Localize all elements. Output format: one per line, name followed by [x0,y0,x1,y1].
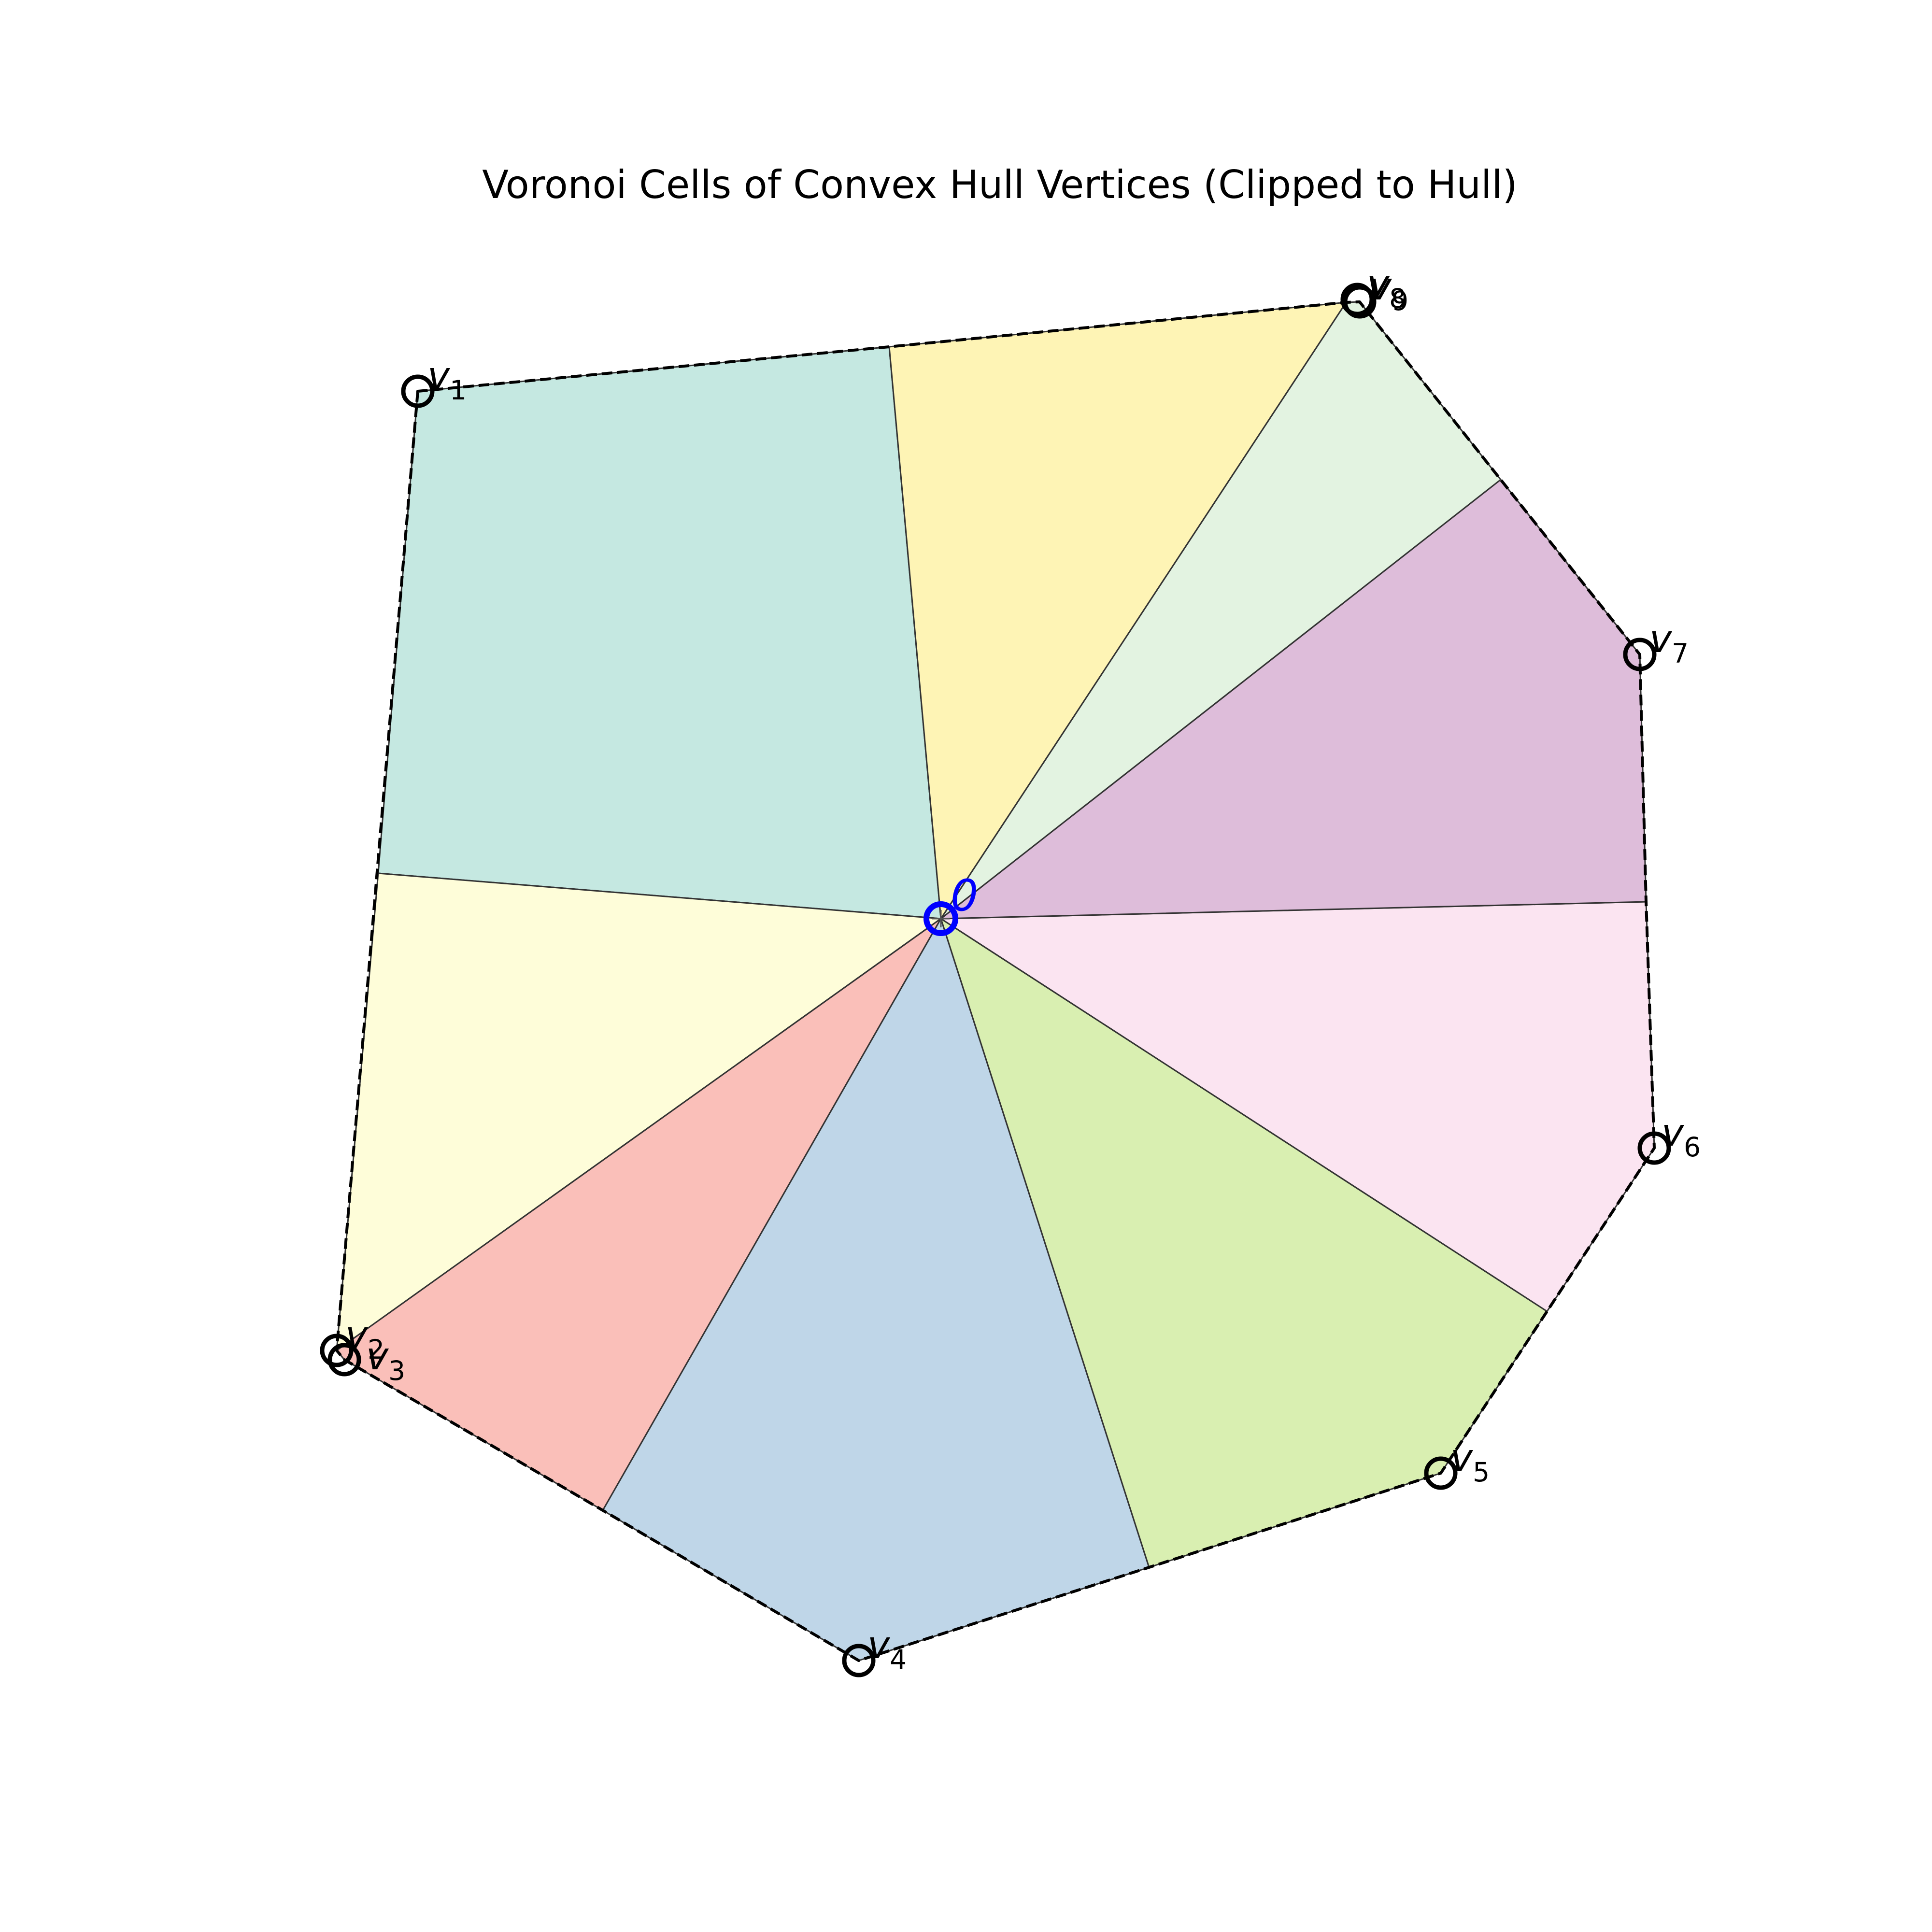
vertex-label-v4: v4 [867,1624,907,1675]
vertex-v8: v8 [1340,263,1406,316]
vertex-marker-v4 [842,1644,876,1677]
vertex-marker-v7 [1623,638,1657,671]
convex-hull-outline [335,300,1656,1662]
hull-boundary-dashed [335,300,1656,1662]
vertex-marker-v2 [320,1334,354,1367]
vertex-marker-v3 [327,1343,361,1377]
vertex-v7: v7 [1623,618,1689,671]
vertex-label-v8: v8 [1367,263,1406,314]
vertex-v4: v4 [842,1624,907,1677]
voronoi-cells [336,301,1655,1662]
vertex-marker-v8 [1340,283,1374,316]
voronoi-cell-v1 [377,346,942,920]
vertex-marker-v9 [1343,285,1377,319]
vertex-label-v1: v1 [427,355,467,406]
vertex-v1: v1 [401,355,467,408]
vertex-v9: v9 [1343,265,1408,319]
origin-marker [923,901,958,936]
vertex-label-v7: v7 [1649,618,1689,669]
origin-point: 0 [923,870,978,936]
vertex-v6: v6 [1637,1111,1701,1165]
origin-label: 0 [951,870,978,921]
vertex-label-v5: v5 [1450,1436,1490,1488]
vertex-marker-v5 [1424,1456,1458,1490]
vertex-v3: v3 [327,1335,405,1386]
vertex-marker-v1 [401,374,435,408]
vertex-marker-v6 [1637,1131,1671,1165]
vertex-v5: v5 [1424,1436,1490,1490]
vertex-label-v9: v9 [1369,265,1408,316]
figure-title: Voronoi Cells of Convex Hull Vertices (C… [482,162,1518,207]
vertex-label-v6: v6 [1662,1111,1701,1163]
vertex-label-v3: v3 [366,1335,405,1386]
